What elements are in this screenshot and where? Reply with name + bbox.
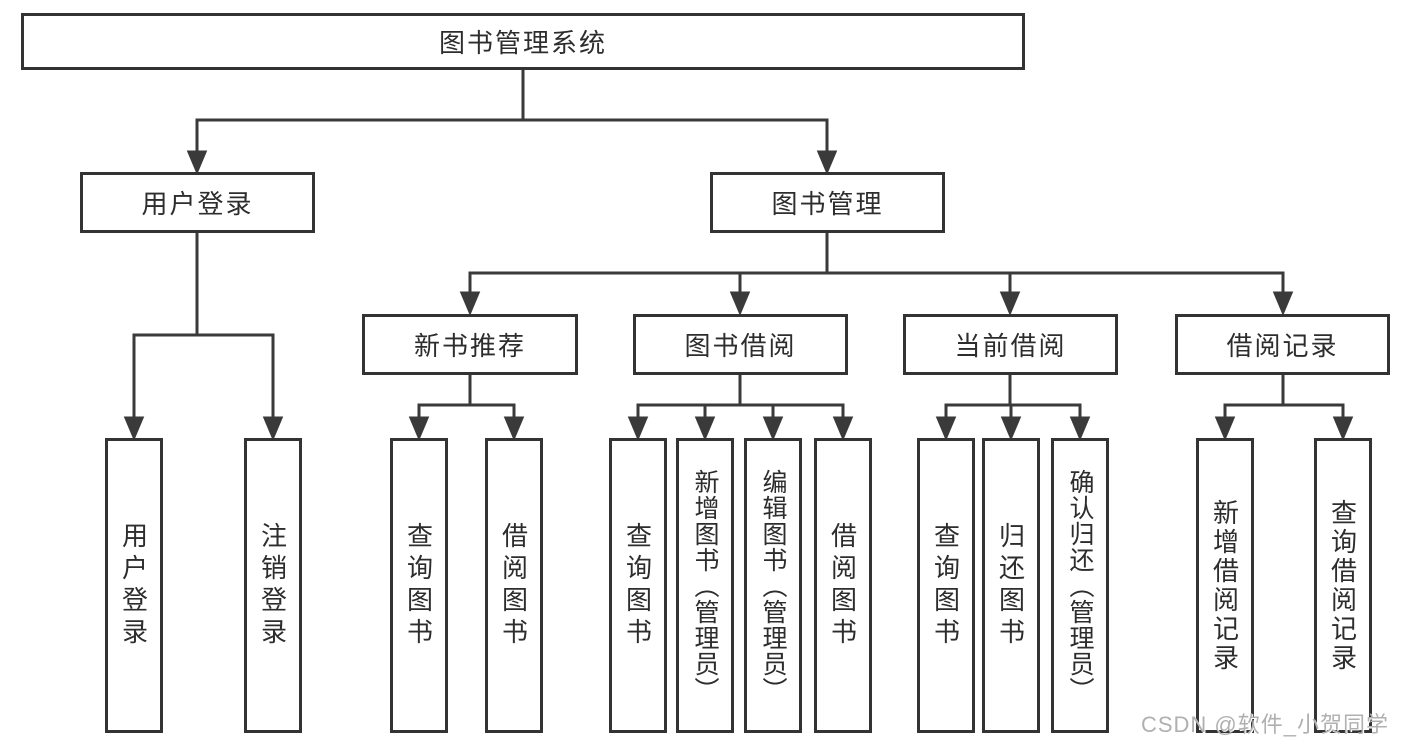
leaf-user-login-label: 用户登录 (118, 521, 149, 650)
leaf-add-books-admin-label: 新增图书（管理员） (691, 468, 719, 703)
leaf-add-borrow-record: 新增借阅记录 (1196, 438, 1254, 733)
watermark: CSDN @软件_小贺同学 (1140, 712, 1389, 737)
leaf-borrow-books-recommend: 借阅图书 (485, 438, 543, 733)
leaf-add-borrow-record-label: 新增借阅记录 (1209, 498, 1240, 673)
leaf-query-books-recommend: 查询图书 (390, 438, 448, 733)
node-current-borrow-label: 当前借阅 (954, 331, 1067, 361)
leaf-add-books-admin: 新增图书（管理员） (676, 438, 734, 733)
leaf-query-books-current: 查询图书 (917, 438, 975, 733)
leaf-query-books-borrow-label: 查询图书 (622, 521, 653, 650)
node-user-login-label: 用户登录 (141, 189, 254, 219)
leaf-borrow-books-label: 借阅图书 (827, 521, 858, 650)
leaf-borrow-books: 借阅图书 (814, 438, 872, 733)
node-book-management: 图书管理 (710, 172, 945, 233)
leaf-query-books-recommend-label: 查询图书 (403, 521, 434, 650)
node-new-book-recommend: 新书推荐 (362, 314, 578, 375)
leaf-return-books: 归还图书 (982, 438, 1040, 733)
node-book-management-label: 图书管理 (771, 189, 884, 219)
node-new-book-recommend-label: 新书推荐 (413, 331, 526, 361)
leaf-logout-label: 注销登录 (257, 521, 288, 650)
node-borrow-record: 借阅记录 (1175, 314, 1390, 375)
leaf-query-borrow-record-label: 查询借阅记录 (1327, 498, 1358, 673)
leaf-query-books-borrow: 查询图书 (609, 438, 667, 733)
node-book-borrow: 图书借阅 (633, 314, 848, 375)
node-user-login: 用户登录 (80, 172, 315, 233)
leaf-edit-books-admin-label: 编辑图书（管理员） (759, 468, 787, 703)
leaf-borrow-books-recommend-label: 借阅图书 (498, 521, 529, 650)
node-book-borrow-label: 图书借阅 (684, 331, 797, 361)
leaf-query-borrow-record: 查询借阅记录 (1314, 438, 1372, 733)
node-root: 图书管理系统 (21, 13, 1025, 70)
leaf-user-login: 用户登录 (105, 438, 163, 733)
node-borrow-record-label: 借阅记录 (1226, 331, 1339, 361)
leaf-query-books-current-label: 查询图书 (930, 521, 961, 650)
leaf-return-books-label: 归还图书 (995, 521, 1026, 650)
node-current-borrow: 当前借阅 (903, 314, 1118, 375)
leaf-confirm-return-admin-label: 确认归还（管理员） (1066, 468, 1094, 703)
node-root-label: 图书管理系统 (438, 28, 607, 58)
leaf-edit-books-admin: 编辑图书（管理员） (744, 438, 802, 733)
leaf-logout: 注销登录 (244, 438, 302, 733)
leaf-confirm-return-admin: 确认归还（管理员） (1051, 438, 1109, 733)
